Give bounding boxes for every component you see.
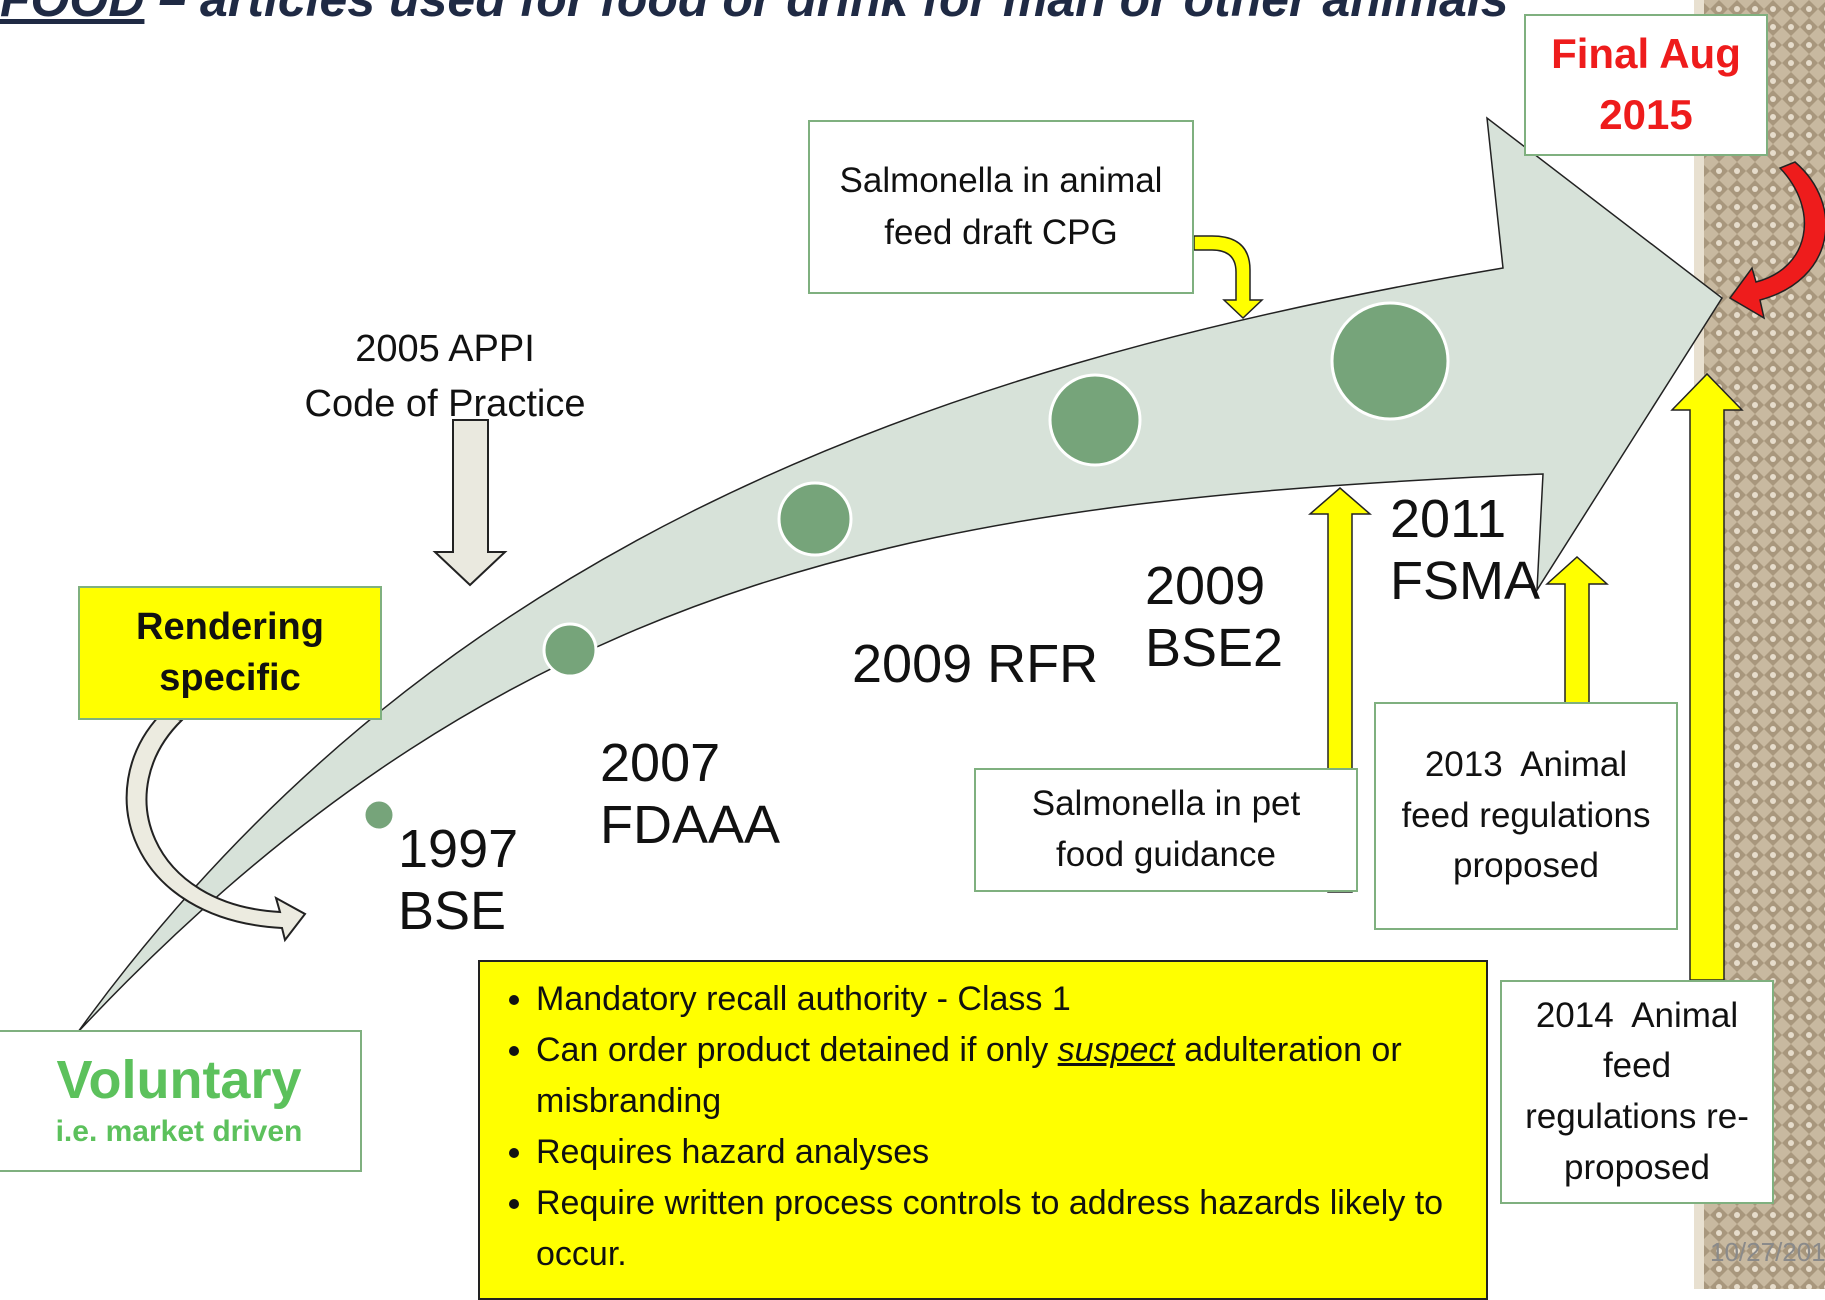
bse2-line2: BSE2 bbox=[1145, 618, 1284, 679]
bse2-line1: 2009 bbox=[1145, 556, 1266, 616]
bullet-item: Require written process controls to addr… bbox=[536, 1178, 1486, 1280]
slide-title: FOOD – articles used for food or drink f… bbox=[0, 0, 1509, 28]
bullet-text-4: Require written process controls to addr… bbox=[536, 1184, 1444, 1273]
milestone-dot-2009-rfr bbox=[777, 481, 853, 557]
voluntary-text: Voluntary bbox=[56, 1049, 302, 1110]
title-food-label: FOOD bbox=[0, 0, 144, 27]
bullet-text-2b: adulteration or misbranding bbox=[536, 1031, 1402, 1120]
bullet-item: Can order product detained if only suspe… bbox=[536, 1025, 1486, 1127]
salmonella-pet-box: Salmonella in pet food guidance bbox=[974, 768, 1358, 892]
voluntary-subtext: i.e. market driven bbox=[55, 1115, 303, 1149]
bse1997-label: 1997 BSE bbox=[398, 818, 518, 942]
bullet-text-3: Requires hazard analyses bbox=[536, 1133, 930, 1171]
fsma-line2: FSMA bbox=[1390, 551, 1541, 612]
bullet-text-2-emphasis: suspect bbox=[1057, 1031, 1175, 1069]
bullet-text-2a: Can order product detained if only bbox=[536, 1031, 1058, 1069]
fsma-bullet-list: Mandatory recall authority - Class 1 Can… bbox=[480, 974, 1486, 1280]
feed-2013-box: 2013 Animal feed regulations proposed bbox=[1374, 702, 1678, 930]
fsma-label: 2011 FSMA bbox=[1390, 488, 1540, 612]
timeline-arrow bbox=[77, 116, 1724, 1033]
appi-down-arrow bbox=[432, 419, 508, 587]
final-date-box: Final Aug 2015 bbox=[1524, 14, 1768, 156]
appi-line1: 2005 APPI bbox=[355, 328, 535, 370]
final-red-arrow bbox=[1728, 161, 1825, 320]
slide-date: 10/27/201 bbox=[1710, 1237, 1825, 1267]
fdaaa-line2: FDAAA bbox=[600, 795, 781, 856]
rendering-box: Rendering specific bbox=[78, 586, 382, 720]
rendering-curved-arrow bbox=[125, 713, 307, 943]
milestone-dot-1997 bbox=[362, 798, 396, 832]
voluntary-box: Voluntary i.e. market driven bbox=[0, 1030, 362, 1172]
appi-line2: Code of Practice bbox=[304, 383, 586, 426]
salmonella-feed-text: Salmonella in animal feed draft CPG bbox=[839, 160, 1163, 253]
bullet-text-1: Mandatory recall authority - Class 1 bbox=[536, 980, 1071, 1018]
final-line2: 2015 bbox=[1599, 91, 1693, 138]
bse1997-line1: 1997 bbox=[398, 819, 519, 879]
bullet-item: Requires hazard analyses bbox=[536, 1127, 1486, 1178]
salmonella-feed-box: Salmonella in animal feed draft CPG bbox=[808, 120, 1194, 294]
feed-2013-text: 2013 Animal feed regulations proposed bbox=[1401, 744, 1661, 886]
salmonella-pet-text: Salmonella in pet food guidance bbox=[1031, 784, 1301, 874]
rendering-text: Rendering specific bbox=[136, 605, 324, 699]
fsma-bullet-box: Mandatory recall authority - Class 1 Can… bbox=[478, 960, 1488, 1300]
fdaaa-label: 2007 FDAAA bbox=[600, 732, 780, 856]
feed-2013-up-arrow bbox=[1545, 555, 1609, 706]
fdaaa-line1: 2007 bbox=[600, 733, 721, 793]
bse1997-line2: BSE bbox=[398, 881, 507, 942]
feed-2014-box: 2014 Animal feed regulations re-proposed bbox=[1500, 980, 1774, 1204]
title-rest: – articles used for food or drink for ma… bbox=[144, 0, 1508, 27]
appi-label: 2005 APPI Code of Practice bbox=[270, 322, 620, 432]
milestone-dot-2007 bbox=[542, 622, 598, 678]
feed-2014-text: 2014 Animal feed regulations re-proposed bbox=[1525, 995, 1749, 1187]
milestone-dot-2011 bbox=[1330, 301, 1450, 421]
milestone-dot-2009-bse2 bbox=[1048, 373, 1142, 467]
bullet-item: Mandatory recall authority - Class 1 bbox=[536, 974, 1486, 1025]
fsma-line1: 2011 bbox=[1390, 489, 1507, 549]
rfr-label: 2009 RFR bbox=[852, 634, 1099, 694]
final-line1: Final Aug bbox=[1551, 30, 1741, 78]
bse2-label: 2009 BSE2 bbox=[1145, 555, 1283, 679]
cpg-yellow-arrow bbox=[1193, 235, 1264, 320]
feed-2014-up-arrow bbox=[1670, 372, 1744, 981]
